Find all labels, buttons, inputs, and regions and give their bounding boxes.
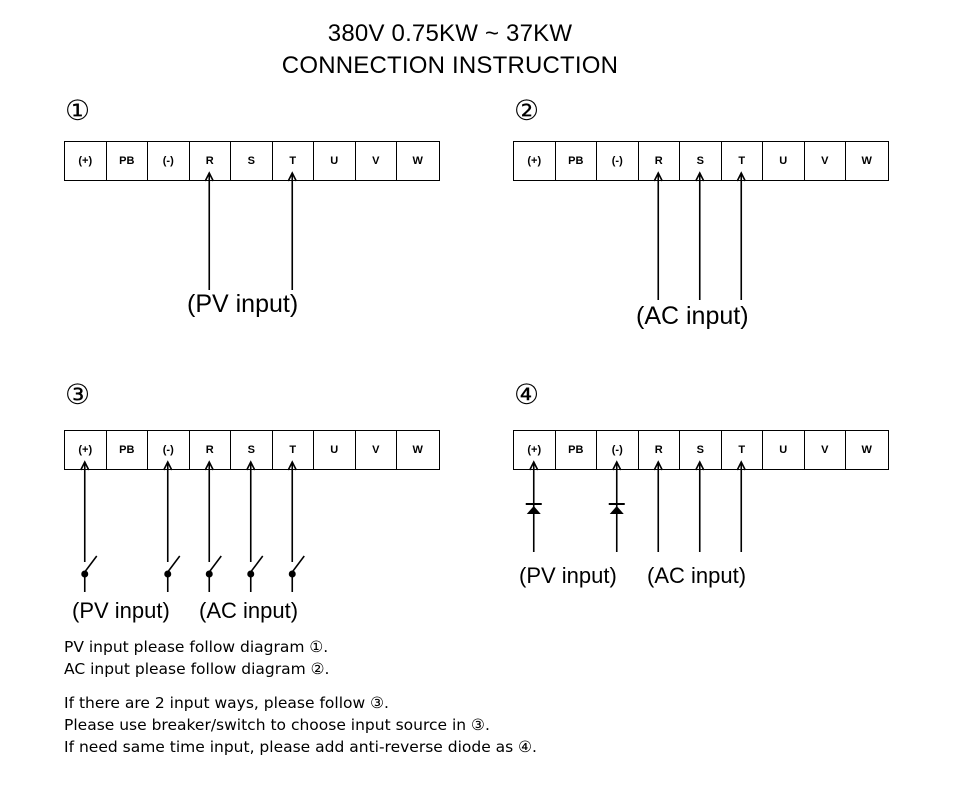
diode-minus — [609, 506, 624, 514]
terminal-t: T — [273, 431, 314, 469]
terminal-s: S — [680, 142, 722, 180]
switch-blade-minus — [167, 555, 181, 573]
terminal-r: R — [190, 142, 231, 180]
diagram-4-ac-label: (AC input) — [647, 563, 747, 588]
arrowhead-plus — [80, 460, 90, 471]
terminal-r: R — [639, 142, 680, 180]
note-pv-input: PV input please follow diagram ①. — [64, 638, 329, 656]
terminal-w: W — [412, 155, 423, 167]
terminal-u: U — [314, 142, 356, 180]
arrowhead-minus — [163, 460, 173, 471]
terminal-pb: PB — [556, 142, 597, 180]
diagram-3-ac-label: (AC input) — [199, 598, 299, 623]
terminal-u: U — [763, 431, 805, 469]
arrowhead-r — [653, 171, 663, 182]
diagram-3-number: ③ — [65, 378, 91, 411]
diode-plus — [526, 506, 541, 514]
diagram-2-ac-label: (AC input) — [636, 302, 749, 330]
switch-blade-plus — [84, 555, 98, 573]
terminal-minus: (-) — [148, 431, 190, 469]
terminal-plus: (+) — [514, 431, 556, 469]
arrowhead-t — [287, 171, 297, 182]
arrowhead-r — [204, 460, 214, 471]
arrowhead-minus — [612, 460, 622, 471]
terminal-w: W — [412, 444, 423, 456]
terminal-v: V — [356, 431, 397, 469]
diagram-4-number: ④ — [514, 378, 540, 411]
note-ac-input: AC input please follow diagram ②. — [64, 660, 330, 678]
diagram-1-pv-label: (PV input) — [187, 290, 299, 318]
terminal-pb: PB — [556, 431, 597, 469]
title-voltage-range: 380V 0.75KW ~ 37KW — [327, 20, 573, 47]
arrowhead-t — [736, 171, 746, 182]
diagram-3-pv-label: (PV input) — [72, 598, 170, 623]
terminal-pb: PB — [107, 431, 148, 469]
arrowhead-s — [695, 171, 705, 182]
note-two-inputs: If there are 2 input ways, please follow… — [64, 694, 389, 712]
terminal-plus: (+) — [65, 431, 107, 469]
terminal-t: T — [273, 142, 314, 180]
switch-blade-r — [208, 555, 222, 573]
terminal-s: S — [231, 431, 273, 469]
terminal-t: T — [722, 431, 763, 469]
switch-blade-t — [291, 555, 305, 573]
terminal-minus: (-) — [597, 142, 639, 180]
arrowhead-t — [736, 460, 746, 471]
diagram-1-number: ① — [65, 94, 91, 127]
terminal-w: W — [861, 444, 872, 456]
terminal-r: R — [190, 431, 231, 469]
terminal-plus: (+) — [65, 142, 107, 180]
terminal-v: V — [805, 142, 846, 180]
note-anti-reverse-diode: If need same time input, please add anti… — [64, 738, 537, 756]
diagram-2-number: ② — [514, 94, 540, 127]
terminal-s: S — [231, 142, 273, 180]
terminal-pb: PB — [107, 142, 148, 180]
switch-blade-s — [250, 555, 264, 573]
title-connection-instruction: CONNECTION INSTRUCTION — [281, 52, 619, 79]
arrowhead-s — [246, 460, 256, 471]
arrowhead-s — [695, 460, 705, 471]
terminal-minus: (-) — [597, 431, 639, 469]
terminal-w: W — [861, 155, 872, 167]
terminal-v: V — [805, 431, 846, 469]
arrowhead-t — [287, 460, 297, 471]
terminal-v: V — [356, 142, 397, 180]
diagram-4-pv-label: (PV input) — [519, 563, 617, 588]
arrowhead-plus — [529, 460, 539, 471]
note-breaker-switch: Please use breaker/switch to choose inpu… — [64, 716, 490, 734]
terminal-plus: (+) — [514, 142, 556, 180]
terminal-s: S — [680, 431, 722, 469]
terminal-t: T — [722, 142, 763, 180]
terminal-u: U — [763, 142, 805, 180]
terminal-minus: (-) — [148, 142, 190, 180]
terminal-u: U — [314, 431, 356, 469]
arrowhead-r — [204, 171, 214, 182]
terminal-r: R — [639, 431, 680, 469]
arrowhead-r — [653, 460, 663, 471]
